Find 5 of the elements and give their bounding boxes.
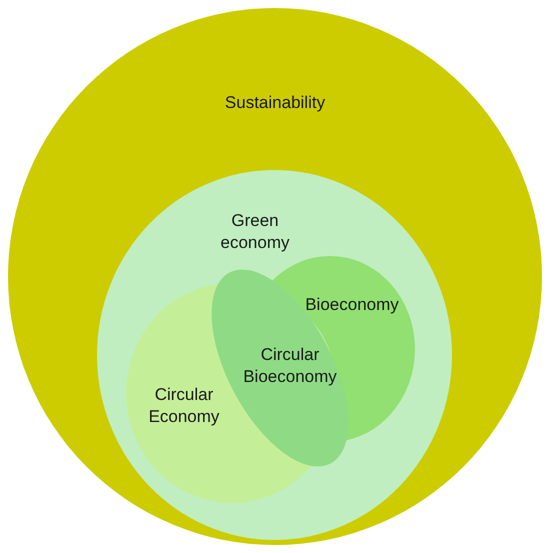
set-label: Circular Economy xyxy=(148,384,220,428)
set-label: Circular Bioeconomy xyxy=(242,344,338,388)
set-label: Sustainability xyxy=(224,92,326,114)
set-label: Green economy xyxy=(220,210,290,254)
set-label: Bioeconomy xyxy=(305,294,399,316)
